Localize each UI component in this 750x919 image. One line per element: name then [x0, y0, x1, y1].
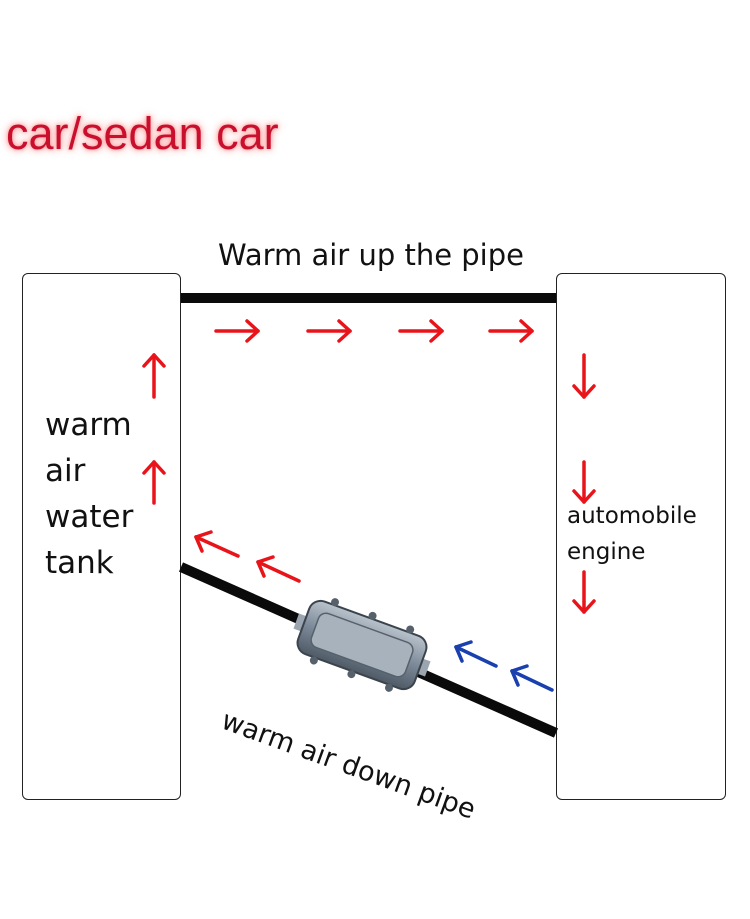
red-arrow-icon [142, 353, 166, 399]
tank-label-line: water [45, 499, 134, 535]
engine-box [556, 273, 726, 800]
red-arrow-icon [488, 319, 534, 343]
red-arrow-icon [142, 460, 166, 505]
heater-device-icon [293, 598, 431, 692]
red-arrow-icon [572, 460, 596, 504]
tank-label-line: warm [45, 407, 132, 443]
red-arrow-icon [572, 353, 596, 399]
red-arrow-icon [398, 319, 444, 343]
up-pipe-label: Warm air up the pipe [218, 238, 524, 272]
tank-label-line: tank [45, 545, 114, 581]
water-tank-label: warm air water tank [45, 402, 133, 586]
engine-label-line: automobile [567, 503, 697, 529]
page-title: car/sedan car [6, 108, 279, 159]
red-arrow-icon [306, 319, 352, 343]
red-arrow-icon [256, 555, 301, 583]
red-arrow-icon [214, 319, 260, 343]
engine-label-line: engine [567, 539, 646, 565]
blue-arrow-icon [510, 664, 554, 692]
blue-arrow-icon [454, 640, 498, 668]
red-arrow-icon [572, 570, 596, 614]
red-arrow-icon [194, 530, 240, 558]
engine-label: automobile engine [567, 498, 697, 570]
tank-label-line: air [45, 453, 86, 489]
